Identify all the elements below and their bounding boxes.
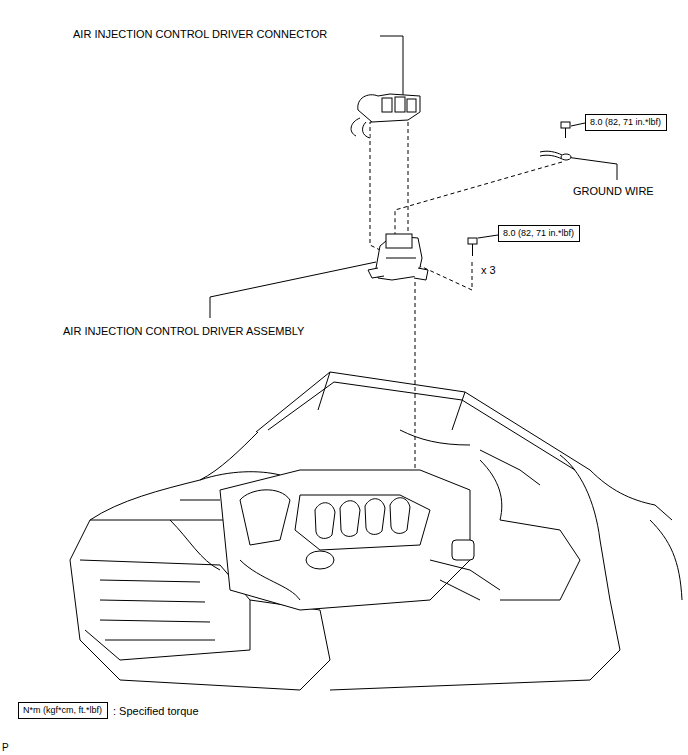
torque-box: 8.0 (82, 71 in.*lbf) [498, 225, 580, 242]
page-mark: P [2, 741, 9, 755]
torque-value: N*m (kgf*cm, ft.*lbf) [23, 704, 103, 717]
torque-legend-box: N*m (kgf*cm, ft.*lbf) [18, 702, 108, 719]
driver-assembly-drawing [368, 234, 428, 280]
torque-box: 8.0 (82, 71 in.*lbf) [585, 114, 667, 131]
truck-drawing [70, 372, 682, 690]
torque-value: 8.0 (82, 71 in.*lbf) [590, 116, 662, 129]
connector-drawing [351, 94, 420, 138]
part-name: AIR INJECTION CONTROL DRIVER CONNECTOR [73, 27, 327, 41]
part-name: GROUND WIRE [573, 184, 654, 198]
torque-value: 8.0 (82, 71 in.*lbf) [503, 227, 575, 240]
part-name: AIR INJECTION CONTROL DRIVER ASSEMBLY [63, 324, 304, 338]
legend-text: : Specified torque [113, 704, 199, 718]
ground-wire-drawing [540, 151, 571, 160]
quantity-label: x 3 [481, 263, 496, 277]
leader-lines [210, 36, 617, 318]
